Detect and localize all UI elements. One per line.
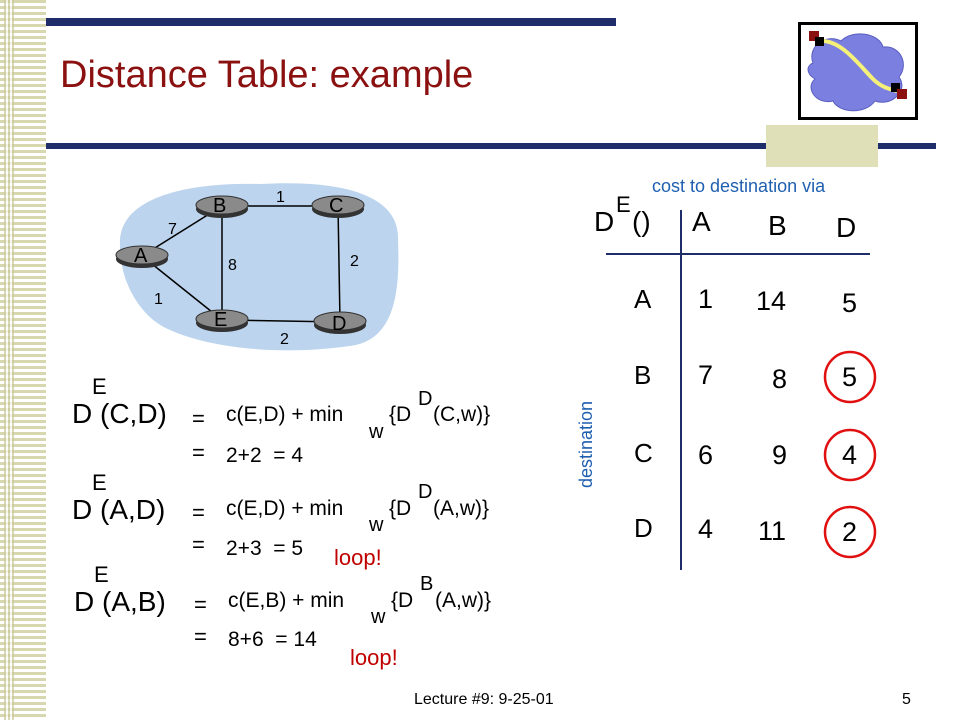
column-header-b: B [768, 210, 787, 241]
eq2-equals: = [192, 500, 205, 525]
table-header-superscript: E [616, 192, 631, 217]
cell-d-d: 2 [842, 517, 858, 547]
eq3-loop-note: loop! [350, 645, 398, 670]
edge-label-cd: 2 [350, 253, 359, 270]
edge-c-d [337, 205, 341, 323]
router-d-icon [313, 311, 367, 334]
node-label-a: A [134, 245, 148, 267]
eq1-subscript: w [369, 421, 384, 443]
network-logo-icon [798, 22, 918, 120]
eq1-brace: {D [389, 403, 412, 426]
row-label-c: C [634, 438, 653, 468]
left-decorative-strip-lines [4, 0, 14, 720]
cell-a-d: 5 [842, 288, 858, 318]
eq3-subscript: w [371, 606, 386, 628]
table-caption: cost to destination via [652, 176, 826, 196]
decorative-block [766, 125, 878, 167]
edge-label-be: 8 [228, 257, 237, 274]
edge-label-ed: 2 [280, 331, 289, 348]
title-underline-bar [46, 143, 936, 149]
row-label-d: D [634, 513, 653, 543]
column-header-a: A [692, 206, 711, 237]
page-number: 5 [902, 691, 911, 708]
eq2-subscript: w [369, 514, 384, 536]
top-title-bar [46, 18, 616, 26]
router-e-icon [195, 309, 249, 332]
eq2-superscript: E [92, 470, 107, 495]
cell-a-a: 1 [698, 284, 714, 314]
eq1-superscript-2: D [418, 388, 433, 410]
edge-label-ae: 1 [154, 291, 163, 308]
router-a-icon [115, 245, 169, 268]
eq3-brace: {D [391, 589, 414, 612]
node-label-d: D [332, 313, 346, 335]
eq3-equals-2: = [194, 624, 207, 649]
row-label-a: A [634, 284, 652, 314]
eq3-superscript-2: B [420, 573, 434, 595]
node-label-b: B [213, 195, 226, 217]
cell-d-a: 4 [698, 514, 714, 544]
eq2-rhs-a: c(E,D) + min [226, 497, 344, 520]
table-header-paren: () [632, 206, 651, 237]
highlight-circle-b [823, 350, 877, 404]
eq2-loop-note: loop! [334, 545, 382, 570]
eq3-equals: = [194, 592, 207, 617]
eq2-superscript-2: D [418, 481, 433, 503]
table-side-label: destination [576, 400, 596, 488]
table-header-rule [606, 253, 870, 255]
node-label-c: C [329, 195, 343, 217]
cell-c-b: 9 [772, 440, 788, 470]
footer-lecture: Lecture #9: 9-25-01 [414, 691, 554, 708]
eq2-result: 2+3 = 5 [226, 537, 304, 560]
highlight-circle-d [823, 505, 877, 559]
cell-c-d: 4 [842, 440, 858, 470]
eq1-equals: = [192, 406, 205, 431]
highlight-circles [823, 350, 877, 559]
row-label-b: B [634, 360, 652, 390]
eq2-brace: {D [389, 497, 412, 520]
edge-label-ab: 7 [168, 221, 177, 238]
eq1-rhs-b: (C,w)} [433, 403, 491, 426]
eq3-lhs: D (A,B) [74, 586, 166, 617]
eq3-rhs-a: c(E,B) + min [228, 589, 345, 612]
eq1-result: 2+2 = 4 [226, 444, 304, 467]
eq2-equals-2: = [192, 532, 205, 557]
highlight-circle-c [823, 428, 877, 482]
router-c-icon [311, 195, 365, 218]
table-header-d: D [594, 206, 615, 237]
cell-c-a: 6 [698, 440, 714, 470]
eq1-rhs-a: c(E,D) + min [226, 403, 344, 426]
eq3-superscript: E [94, 562, 109, 587]
network-graph: A B C D E 7 1 2 2 8 1 [115, 183, 399, 351]
network-cloud [119, 183, 399, 351]
cell-b-b: 8 [772, 364, 788, 394]
column-header-d: D [836, 212, 857, 243]
eq2-rhs-b: (A,w)} [433, 497, 490, 520]
eq1-lhs: D (C,D) [72, 398, 167, 429]
eq2-lhs: D (A,D) [72, 494, 166, 525]
cell-a-b: 14 [756, 286, 787, 316]
cell-b-d: 5 [842, 362, 858, 392]
eq1-equals-2: = [192, 440, 205, 465]
eq3-rhs-b: (A,w)} [435, 589, 492, 612]
cell-b-a: 7 [698, 360, 714, 390]
edge-label-bc: 1 [276, 189, 285, 206]
node-label-e: E [214, 309, 227, 331]
eq1-superscript: E [92, 374, 107, 399]
cell-d-b: 11 [758, 516, 787, 546]
router-b-icon [195, 195, 249, 218]
table-column-rule [680, 210, 682, 570]
slide-title: Distance Table: example [60, 54, 474, 96]
eq3-result: 8+6 = 14 [228, 628, 317, 651]
